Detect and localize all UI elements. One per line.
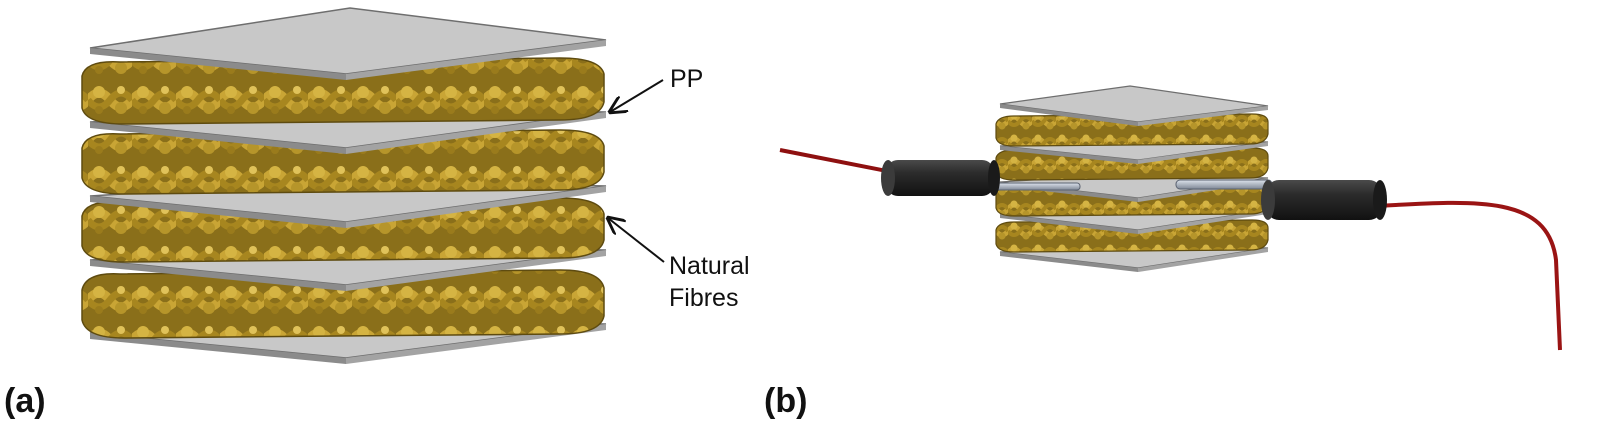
pp-callout: PP: [610, 65, 703, 112]
right-wire: [1377, 200, 1562, 351]
panel-b-stack: [995, 85, 1269, 272]
natural-fibre-layer: [995, 113, 1269, 147]
right-needle: [1175, 179, 1273, 190]
pp-arrow: [610, 79, 664, 112]
pp-plate: [89, 7, 607, 80]
left-connector: [881, 160, 1000, 196]
left-wire: [779, 148, 893, 174]
natural-fibre-layer: [995, 219, 1269, 253]
right-connector: [1261, 180, 1387, 220]
panel-label-b: (b): [764, 382, 807, 420]
pp-plate: [999, 85, 1269, 126]
natural-fibres-label-line1: Natural: [669, 252, 750, 280]
pp-label: PP: [670, 65, 703, 93]
left-needle: [989, 182, 1081, 191]
natural-fibres-label-line2: Fibres: [669, 284, 738, 312]
panel-label-a: (a): [4, 382, 46, 420]
natural-fibre-layer: [81, 57, 605, 125]
natural-fibres-callout: Natural Fibres: [608, 218, 750, 312]
natural-fibres-arrow: [608, 218, 665, 263]
panel-a-stack: [81, 7, 607, 364]
natural-fibre-layer: [81, 269, 605, 339]
natural-fibre-layer: [81, 129, 605, 195]
